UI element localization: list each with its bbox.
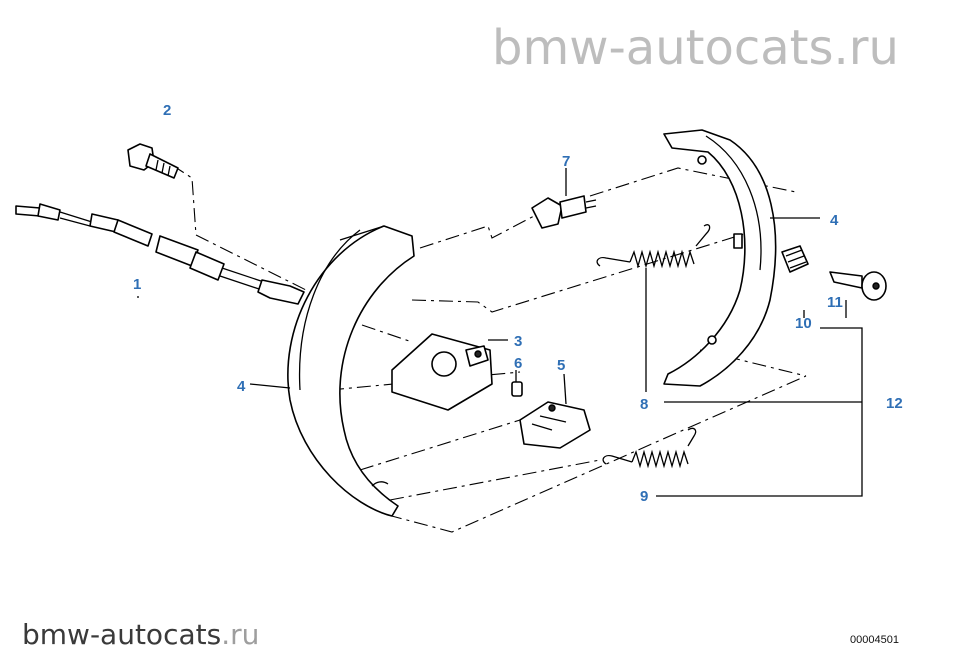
callout-3: 3 (514, 333, 522, 350)
callout-5: 5 (557, 357, 565, 374)
retainer-spring (781, 245, 809, 273)
callout-4-left: 4 (237, 378, 246, 395)
retaining-pin (829, 271, 887, 301)
bolt-part (127, 143, 179, 179)
anchor-bracket (391, 333, 493, 411)
adjuster-part (531, 195, 597, 229)
expander-lever (519, 401, 591, 449)
callout-2: 2 (163, 102, 171, 119)
cable-part (15, 203, 305, 305)
pin-part (511, 381, 523, 397)
callout-8: 8 (640, 396, 648, 413)
lower-spring (602, 427, 697, 469)
callout-11: 11 (827, 294, 843, 311)
callout-4-right: 4 (830, 212, 839, 229)
assembly-lines (171, 164, 807, 533)
left-brake-shoe (287, 225, 415, 517)
callout-7: 7 (562, 153, 570, 170)
callout-6: 6 (514, 355, 522, 372)
callout-9: 9 (640, 488, 648, 505)
callout-12: 12 (886, 395, 903, 412)
leader-lines (137, 168, 863, 497)
watermark-bottom: bmw-autocats.ru (22, 618, 260, 651)
right-brake-shoe (663, 129, 777, 387)
diagram-code: 00004501 (850, 634, 899, 646)
watermark-top: bmw-autocats.ru (492, 20, 899, 76)
upper-spring (596, 224, 711, 269)
callout-1: 1 (133, 276, 141, 293)
callouts: 1 2 3 4 4 5 6 7 8 9 10 11 12 (133, 102, 903, 505)
callout-10: 10 (795, 315, 812, 332)
